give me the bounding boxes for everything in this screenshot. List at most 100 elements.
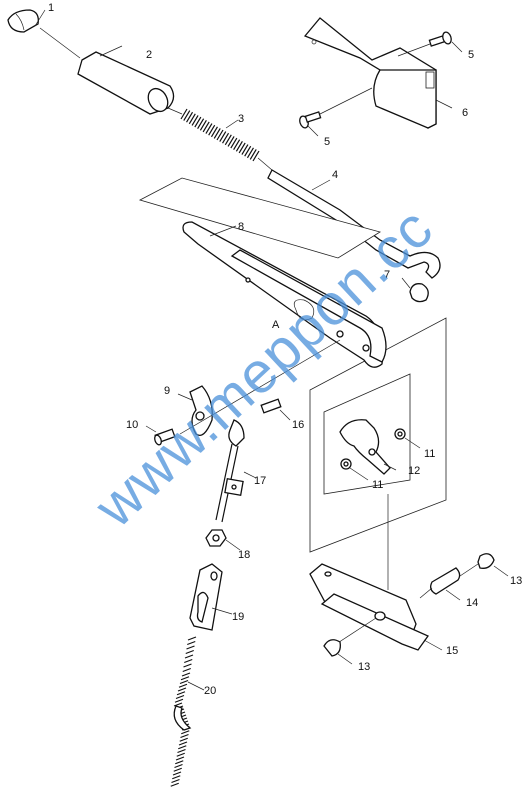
thread-ridge	[180, 676, 190, 681]
part-15-base-bracket	[309, 563, 429, 651]
label-part-19: 19	[232, 611, 244, 623]
label-part-17: 17	[254, 475, 266, 487]
label-part-12: 12	[408, 465, 420, 477]
label-part-6: 6	[462, 107, 468, 119]
label-part-5-top: 5	[468, 49, 474, 61]
spring-coil	[194, 116, 202, 128]
part-9-bracket	[189, 385, 213, 437]
spring-coil	[202, 121, 210, 133]
thread-ridge	[178, 741, 188, 746]
part-13-clip-bottom	[323, 639, 341, 657]
thread-bend	[173, 705, 192, 731]
thread-ridge	[181, 730, 190, 735]
label-part-2: 2	[146, 49, 152, 61]
part-10-pin	[154, 428, 176, 446]
label-part-11-a: 11	[424, 448, 435, 460]
spring-coil	[213, 128, 221, 139]
part-5-screw-bottom	[299, 87, 373, 129]
part-16-pivot-pin	[260, 398, 282, 414]
leader-2	[167, 107, 183, 115]
spring-coil	[216, 129, 224, 141]
label-part-15: 15	[446, 645, 458, 657]
label-part-11-b: 11	[372, 479, 383, 491]
leader-1	[39, 27, 81, 59]
label-part-18: 18	[238, 549, 250, 561]
label-part-5-bottom: 5	[324, 136, 330, 148]
label-part-4: 4	[332, 169, 338, 181]
thread-ridge	[173, 767, 182, 772]
spring-coil	[238, 142, 246, 154]
thread-ridge	[172, 771, 182, 776]
part-7-snap-ring	[409, 283, 429, 303]
label-part-20: 20	[204, 685, 216, 697]
spring-coil	[199, 119, 207, 131]
part-12-detail-plate	[339, 419, 391, 475]
thread-ridge	[178, 745, 187, 750]
thread-ridge	[179, 679, 189, 685]
part-2-grip-sleeve	[77, 45, 175, 115]
thread-ridge	[181, 672, 191, 677]
thread-ridge	[175, 760, 184, 765]
part-6-guide-housing	[303, 17, 437, 129]
part-1-end-cap	[7, 9, 46, 33]
spring-coil	[191, 115, 199, 126]
thread-ridge	[177, 687, 187, 692]
spring-coil	[227, 136, 235, 147]
label-part-13-bottom: 13	[358, 661, 370, 673]
thread-ridge	[172, 775, 181, 780]
label-part-1: 1	[48, 2, 54, 14]
thread-ridge	[170, 782, 179, 787]
leader-6	[435, 99, 453, 109]
label-part-14: 14	[466, 597, 478, 609]
label-part-10: 10	[126, 419, 138, 431]
thread-ridge	[174, 698, 184, 703]
thread-ridge	[171, 778, 180, 784]
label-part-13-top: 13	[510, 575, 522, 587]
part-8-main-lever	[182, 221, 387, 368]
part-20-threaded-rod	[170, 636, 197, 787]
spring-coil	[249, 149, 257, 160]
thread-ridge	[185, 649, 194, 655]
spring-coil	[219, 131, 227, 142]
panel-upper	[138, 177, 381, 259]
spring-coil	[180, 108, 188, 120]
spring-coil	[246, 147, 254, 159]
spring-coil	[235, 140, 243, 152]
spring-coil	[252, 150, 260, 162]
label-part-16: 16	[292, 419, 304, 431]
thread-ridge	[187, 636, 197, 641]
thread-ridge	[174, 763, 183, 769]
label-part-7: 7	[384, 269, 390, 281]
thread-ridge	[182, 667, 191, 673]
thread-ridge	[184, 658, 193, 664]
spring-coil	[208, 124, 216, 136]
thread-ridge	[173, 702, 183, 707]
spring-coil	[186, 111, 194, 123]
label-detail-a: A	[272, 319, 280, 331]
spring-coil	[222, 132, 230, 144]
spring-coil	[188, 113, 196, 125]
spring-coil	[244, 145, 252, 157]
label-part-8: 8	[238, 221, 244, 233]
part-14-shaft-pin	[419, 563, 479, 599]
thread-ridge	[183, 663, 192, 668]
part-18-nut	[205, 529, 227, 547]
spring-coil	[210, 126, 218, 138]
part-4-rod	[257, 157, 441, 279]
thread-ridge	[179, 737, 188, 742]
part-17-clevis-rod	[215, 419, 245, 523]
spring-coil	[205, 123, 213, 134]
spring-coil	[241, 144, 249, 155]
label-part-9: 9	[164, 385, 170, 397]
thread-ridge	[184, 654, 194, 659]
thread-ridge	[178, 683, 188, 688]
thread-ridge	[187, 640, 196, 646]
part-13-clip-top	[477, 553, 495, 569]
thread-ridge	[177, 748, 186, 754]
thread-ridge	[176, 752, 185, 757]
label-part-3: 3	[238, 113, 244, 125]
thread-ridge	[180, 733, 189, 739]
spring-coil	[224, 134, 232, 146]
thread-ridge	[186, 645, 195, 650]
